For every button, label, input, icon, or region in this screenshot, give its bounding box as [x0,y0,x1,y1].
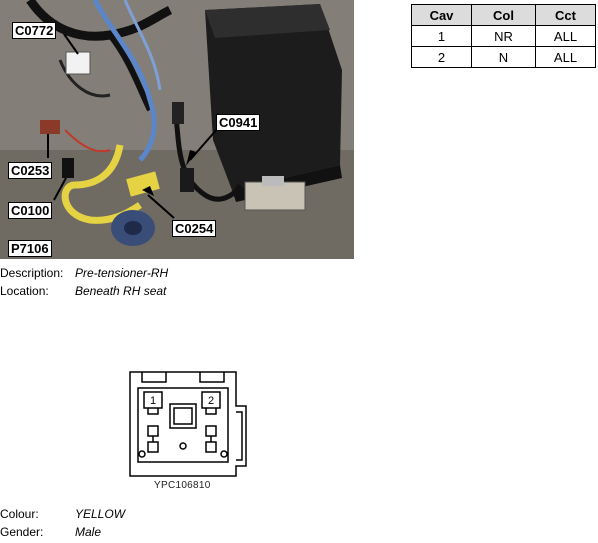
location-row: Location: Beneath RH seat [0,284,166,299]
photo-illustration [0,0,354,259]
component-photo: C0772 C0253 C0100 P7106 C0941 C0254 [0,0,354,259]
gender-value: Male [75,525,102,539]
location-value: Beneath RH seat [75,284,167,298]
cavity-table: Cav Col Cct 1 NR ALL 2 N ALL [411,4,596,68]
pin-1-label: 1 [150,395,156,407]
colour-label: Colour: [0,507,39,521]
description-row: Description: Pre-tensioner-RH [0,266,168,281]
colour-row: Colour: YELLOW [0,507,125,522]
callout-c0254: C0254 [172,220,217,237]
pin-2-label: 2 [208,395,214,407]
cell-cav: 1 [411,25,472,47]
table-row: 1 NR ALL [411,25,596,47]
cell-cct: ALL [535,25,596,47]
location-label: Location: [0,284,49,298]
table-header-row: Cav Col Cct [411,4,596,26]
gender-label: Gender: [0,525,44,539]
callout-p7106: P7106 [8,240,52,257]
description-value: Pre-tensioner-RH [75,266,169,280]
cell-cct: ALL [535,46,596,68]
gender-row: Gender: Male [0,525,101,540]
table-row: 2 N ALL [411,46,596,68]
callout-c0772: C0772 [12,22,57,39]
cell-cav: 2 [411,46,472,68]
cell-col: N [471,46,536,68]
callout-c0941: C0941 [216,114,261,131]
callout-c0100: C0100 [8,202,53,219]
colour-value: YELLOW [75,507,126,521]
header-col: Col [471,4,536,26]
header-cct: Cct [535,4,596,26]
part-number: YPC106810 [154,480,211,491]
callout-c0253: C0253 [8,162,53,179]
cell-col: NR [471,25,536,47]
header-cav: Cav [411,4,472,26]
connector-face-diagram: 1 2 [129,371,247,477]
description-label: Description: [0,266,64,280]
